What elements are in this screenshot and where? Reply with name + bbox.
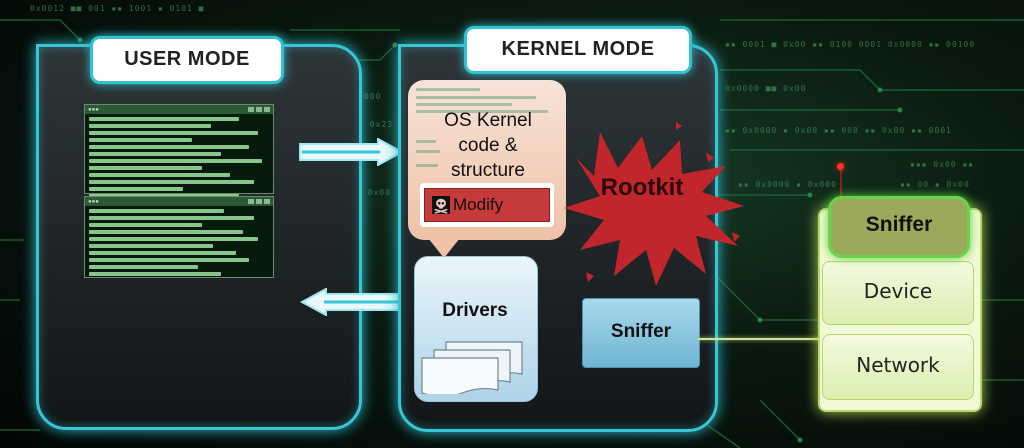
- os-kernel-title: OS Kernel code & structure: [444, 110, 532, 181]
- rootkit-label: Rootkit: [600, 174, 684, 201]
- kernel-sniffer-box: Sniffer: [582, 298, 700, 368]
- stack-sniffer-layer: Sniffer: [828, 196, 970, 258]
- pin-dot: [837, 163, 844, 170]
- pin-line: [840, 168, 842, 198]
- device-layer: Device: [822, 261, 974, 325]
- kernel-mode-label: KERNEL MODE: [464, 26, 692, 74]
- documents-icon: [421, 341, 523, 394]
- arrow-left-icon: [299, 288, 405, 316]
- modify-label: Modify: [453, 195, 504, 214]
- skull-icon: [432, 196, 450, 214]
- user-mode-label: USER MODE: [90, 36, 284, 84]
- callout-pointer: [428, 238, 460, 258]
- network-layer: Network: [822, 334, 974, 400]
- modify-label-box: Modify: [420, 183, 554, 227]
- connector-line: [698, 338, 822, 340]
- terminal-window: ▪▪▪: [84, 104, 274, 198]
- arrow-right-icon: [299, 138, 405, 166]
- drivers-label: Drivers: [442, 300, 508, 321]
- terminal-window: ▪▪▪: [84, 196, 274, 278]
- rootkit-splat-icon: [564, 122, 744, 286]
